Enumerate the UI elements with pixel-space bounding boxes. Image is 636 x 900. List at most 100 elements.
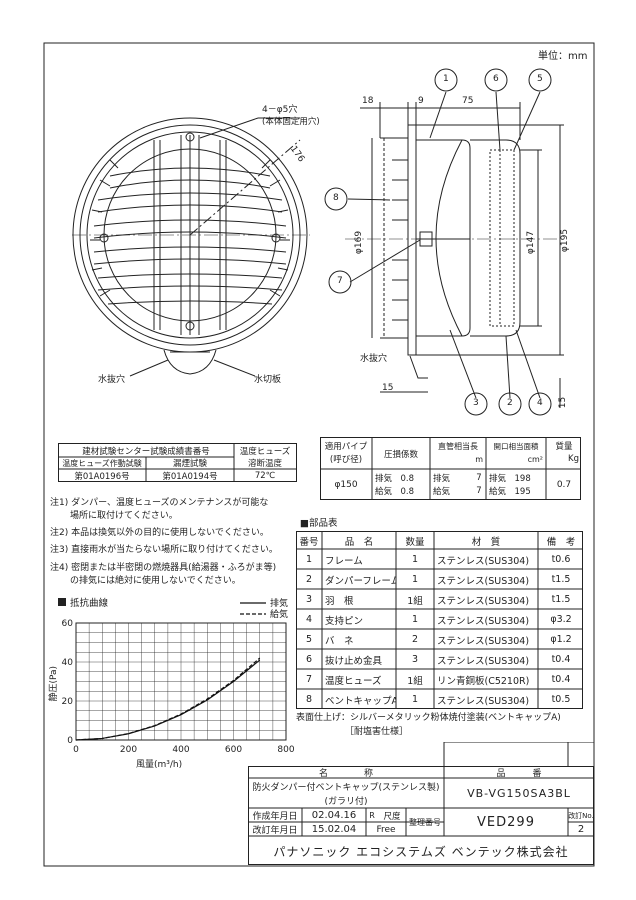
note-4-line1: 注4) 密閉または半密閉の燃焼器具(給湯器・ふろがま等) <box>50 563 277 573</box>
spec-header-duct-1: 直管相当長 <box>438 441 478 451</box>
balloon-8: 8 <box>333 193 339 203</box>
title-block-grid <box>248 742 594 865</box>
spec-table-grid <box>320 437 581 500</box>
parts-cell-r7-c1: 7 <box>305 674 313 685</box>
chart-legend-label-1: 排気 <box>270 597 288 609</box>
chart-y-tick-0: 0 <box>67 736 73 746</box>
note-2: 注2) 本品は換気以外の目的に使用しないでください。 <box>50 528 269 538</box>
parts-cell-r6-c4: ステンレス(SUS304) <box>437 655 530 667</box>
product-code: VB-VG150SA3BL <box>467 787 571 800</box>
balloon-5: 5 <box>537 74 543 84</box>
parts-cell-r3-c5: t1.5 <box>551 594 571 605</box>
dim-15-vertical: 15 <box>558 396 569 409</box>
parts-cell-r5-c3: 2 <box>411 634 419 645</box>
spec-header-loss: 圧損係数 <box>383 449 418 460</box>
parts-cell-r3-c2: 羽 根 <box>325 595 354 607</box>
created-label: 作成年月日 <box>252 812 298 822</box>
chart-legend-label-2: 給気 <box>270 608 288 620</box>
parts-cell-r7-c3: 1組 <box>407 675 423 687</box>
note-1-line1: 注1) ダンパー、温度ヒューズのメンテナンスが可能な <box>50 498 269 508</box>
spec-duct-supply-label: 給気 <box>433 487 451 497</box>
parts-cell-r8-c5: t0.5 <box>551 694 571 705</box>
balloon-7: 7 <box>337 276 343 286</box>
created-date: 02.04.16 <box>311 810 357 821</box>
parts-cell-r5-c2: バ ネ <box>325 635 354 647</box>
front-view <box>72 117 310 377</box>
spec-header-pipe-2: (呼び径) <box>329 455 363 465</box>
product-name-line1: 防火ダンパー付ベントキャップ(ステンレス製) <box>252 783 440 793</box>
chart-title: 抵抗曲線 <box>70 597 109 609</box>
spec-header-mass-2: Kg <box>568 454 579 464</box>
parts-header-4: 材 質 <box>471 536 501 548</box>
dim-18: 18 <box>362 96 374 106</box>
side-drain-hole-label: 水抜穴 <box>360 354 388 364</box>
parts-cell-r8-c1: 8 <box>305 694 313 705</box>
parts-cell-r4-c4: ステンレス(SUS304) <box>437 615 530 627</box>
dia-169: φ169 <box>354 230 365 255</box>
parts-cell-r1-c5: t0.6 <box>551 554 571 565</box>
parts-cell-r6-c3: 3 <box>411 654 419 665</box>
parts-cell-r2-c5: t1.5 <box>551 574 571 585</box>
parts-cell-r1-c2: フレーム <box>325 555 363 567</box>
spec-header-area-1: 開口相当面積 <box>493 441 539 451</box>
unit-label: 単位：mm <box>538 51 588 62</box>
front-drain-hole-label: 水抜穴 <box>98 375 126 385</box>
balloon-2: 2 <box>507 398 513 408</box>
note-1-line2: 場所に取付けてください。 <box>70 511 178 521</box>
product-name-line2: (ガラリ付) <box>324 797 368 807</box>
parts-cell-r3-c3: 1組 <box>407 595 423 607</box>
parts-cell-r5-c1: 5 <box>305 634 313 645</box>
balloon-4: 4 <box>537 398 543 408</box>
parts-cell-r7-c2: 温度ヒューズ <box>325 675 382 687</box>
parts-cell-r1-c4: ステンレス(SUS304) <box>437 555 530 567</box>
dia-147: φ147 <box>526 230 537 255</box>
parts-cell-r7-c5: t0.4 <box>551 674 571 685</box>
chart-y-tick-40: 40 <box>62 658 74 668</box>
dia-195: φ195 <box>560 228 571 253</box>
balloon-6: 6 <box>493 74 499 84</box>
spec-duct-exhaust-label: 排気 <box>433 474 451 484</box>
parts-cell-r2-c2: ダンパーフレーム <box>325 575 396 587</box>
parts-cell-r5-c4: ステンレス(SUS304) <box>437 635 530 647</box>
chart-x-tick-400: 400 <box>172 745 189 755</box>
parts-title: ■部品表 <box>300 518 338 529</box>
parts-cell-r4-c2: 支持ピン <box>325 615 364 627</box>
spec-area-supply: 給気 195 <box>489 487 531 497</box>
mgmt-label: 整理番号 <box>409 818 441 827</box>
parts-header-2: 品 名 <box>344 536 374 548</box>
parts-cell-r8-c2: ベントキャップA <box>325 695 396 707</box>
parts-cell-r6-c2: 抜け止め金具 <box>325 655 383 667</box>
chart-x-tick-800: 800 <box>277 745 294 755</box>
spec-area-exhaust: 排気 198 <box>489 474 531 484</box>
spec-pipe-value: φ150 <box>334 480 358 490</box>
parts-cell-r3-c4: ステンレス(SUS304) <box>437 595 530 607</box>
parts-cell-r2-c1: 2 <box>305 574 313 585</box>
note-3: 注3) 直接雨水が当たらない場所に取り付けてください。 <box>50 545 278 555</box>
surface-finish-sub: ［耐塩害仕様］ <box>345 727 409 737</box>
chart-x-tick-600: 600 <box>225 745 242 755</box>
spec-header-mass-1: 質量 <box>555 442 573 452</box>
parts-cell-r2-c4: ステンレス(SUS304) <box>437 575 530 587</box>
chart-x-tick-0: 0 <box>73 745 79 755</box>
balloon-1: 1 <box>443 74 449 84</box>
spec-mass-value: 0.7 <box>556 480 572 490</box>
spec-header-pipe-1: 適用パイプ <box>324 442 368 452</box>
chart-x-label: 風量(m³/h) <box>136 759 182 770</box>
revision-mark: R <box>369 811 375 820</box>
parts-cell-r6-c1: 6 <box>305 654 313 665</box>
parts-cell-r8-c3: 1 <box>411 694 419 705</box>
title-code-header: 品 番 <box>496 769 542 778</box>
fuse-header-line2: 溶断温度 <box>247 458 282 469</box>
spec-loss-exhaust: 排気 0.8 <box>375 474 415 484</box>
hole-sub-note: (本体固定用穴) <box>262 117 320 127</box>
chart-title-marker <box>58 598 66 606</box>
surface-finish: 表面仕上げ：シルバーメタリック粉体焼付塗装(ベントキャップA) <box>296 713 561 723</box>
fuse-header-line1: 温度ヒューズ <box>239 446 291 457</box>
chart-series-line-2 <box>75 657 261 741</box>
company-name: パナソニック エコシステムズ ベンテック株式会社 <box>273 844 569 859</box>
spec-header-area-2: cm² <box>527 454 543 464</box>
chart-y-label: 静圧(Pa) <box>47 666 59 702</box>
